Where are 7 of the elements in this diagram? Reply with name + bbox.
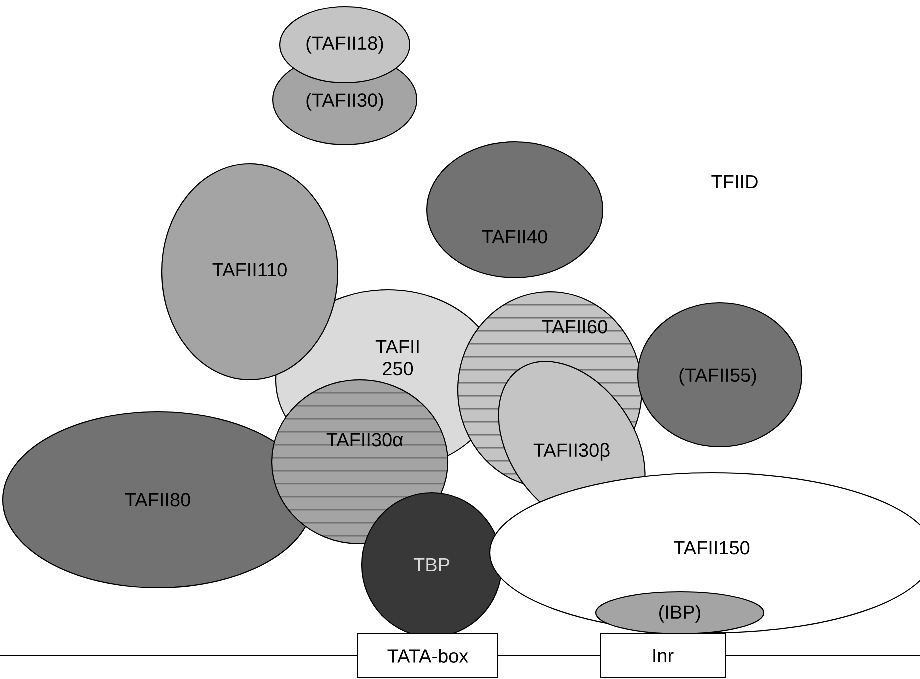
dna-line	[726, 655, 920, 657]
node-label: TAFII150	[674, 541, 750, 555]
dna-element-box: TATA-box	[358, 634, 498, 678]
dna-line	[498, 655, 600, 657]
complex-label: TFIID	[712, 175, 758, 189]
dna-element-box: Inr	[600, 634, 726, 678]
dna-line	[0, 655, 358, 657]
